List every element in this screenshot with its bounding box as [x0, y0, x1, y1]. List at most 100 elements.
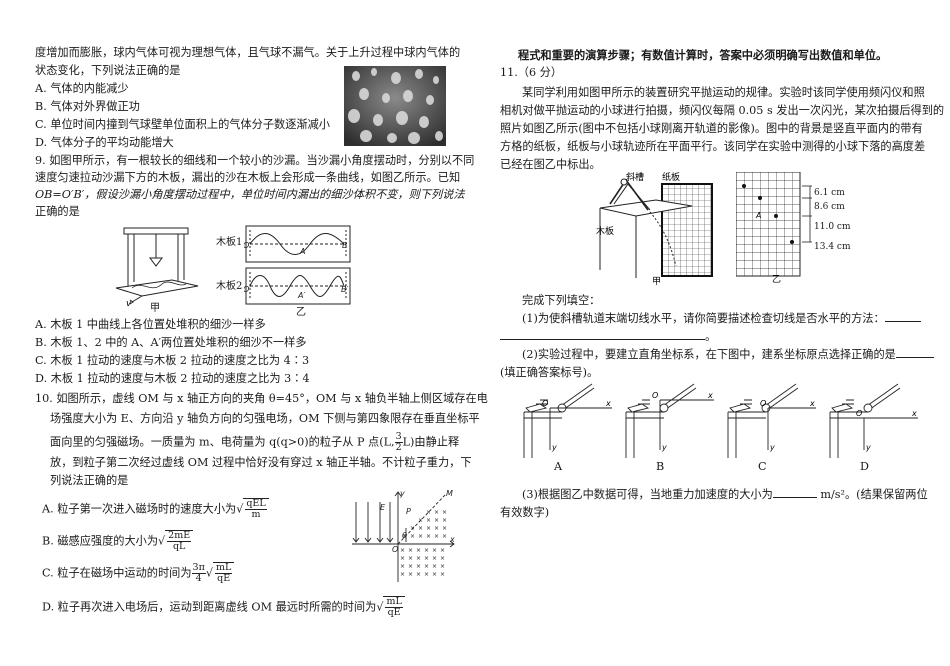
section-header: 程式和重要的演算步骤；有数值计算时，答案中必须明确写出数值和单位。: [518, 48, 888, 62]
fraction-num: 3π: [191, 562, 206, 574]
svg-text:B′: B′: [341, 285, 348, 294]
q10-stem: 放，到粒子第二次经过虚线 OM 过程中恰好没有穿过 x 轴正半轴。不计粒子重力，…: [50, 456, 472, 469]
svg-text:×: ×: [442, 525, 447, 532]
svg-text:A: A: [299, 247, 305, 256]
label-muban: 木板: [596, 225, 614, 237]
svg-text:×: ×: [402, 533, 407, 540]
boards-figure: OB A O′B′ A′: [244, 225, 351, 305]
svg-text:×: ×: [442, 517, 447, 524]
svg-text:P: P: [406, 507, 411, 516]
unit-text: m/s²。(结果保留两位: [820, 488, 928, 501]
q11-paragraph: 方格的纸板，纸板与小球轨迹所在平面平行。该同学在实验中测得的小球下落的高度差: [500, 140, 926, 153]
svg-text:O: O: [856, 409, 862, 418]
q8-option-a: A. 气体的内能减少: [35, 82, 129, 95]
apparatus-figure: 斜槽 纸板 木板 甲: [596, 171, 713, 286]
svg-text:y: y: [661, 443, 667, 452]
svg-text:×: ×: [400, 547, 405, 554]
svg-text:×: ×: [432, 555, 437, 562]
q9-option-a: A. 木板 1 中曲线上各位置处堆积的细沙一样多: [35, 318, 266, 331]
svg-text:×: ×: [426, 509, 431, 516]
answer-blank[interactable]: [884, 321, 921, 322]
velocity-label: v: [126, 299, 132, 309]
svg-text:x: x: [449, 535, 455, 544]
option-label-b: B: [656, 460, 665, 473]
svg-text:×: ×: [416, 555, 421, 562]
svg-text:θ: θ: [402, 531, 407, 540]
period: 。: [705, 330, 717, 343]
point-a-label: A: [755, 211, 761, 220]
svg-text:×: ×: [440, 547, 445, 554]
left-column: 度增加而膨胀，球内气体可视为理想气体，且气球不漏气。关于上升过程中球内气体的 状…: [0, 0, 488, 666]
svg-text:O: O: [760, 399, 766, 408]
svg-text:O: O: [392, 545, 398, 554]
svg-text:×: ×: [400, 563, 405, 570]
q9-stem: 正确的是: [35, 205, 80, 218]
fraction-den: m: [251, 509, 261, 520]
answer-blank[interactable]: [500, 339, 705, 340]
label-zhiban: 纸板: [662, 171, 680, 183]
sub-question-2: (2)实验过程中，要建立直角坐标系，在下图中，建系坐标原点选择正确的是: [522, 348, 934, 362]
text-line: 状态变化，下列说法正确的是: [35, 64, 181, 77]
svg-text:×: ×: [416, 563, 421, 570]
answer-blank[interactable]: [895, 357, 934, 358]
fraction-den: qE: [387, 607, 401, 618]
q9-option-d: D. 木板 1 拉动的速度与木板 2 拉动的速度之比为 3∶4: [35, 372, 310, 385]
text-line: 度增加而膨胀，球内气体可视为理想气体，且气球不漏气。关于上升过程中球内气体的: [35, 46, 461, 59]
svg-text:y: y: [551, 443, 557, 452]
svg-text:×: ×: [418, 517, 423, 524]
option-label-a: A: [554, 460, 563, 473]
sub-question-3: (3)根据图乙中数据可得，当地重力加速度的大小为 m/s²。(结果保留两位: [522, 488, 928, 502]
fig-label-jia: 甲: [150, 303, 160, 314]
field-diagram: ×××× ×××× ×××× ××× ××× ×××××× ×××××× ×××…: [352, 489, 455, 582]
svg-text:×: ×: [440, 571, 445, 578]
fig-label-yi: 乙: [296, 307, 306, 318]
q8-option-d: D. 气体分子的平均动能增大: [35, 136, 174, 149]
q10-stem-part: L)由静止释: [402, 435, 460, 449]
right-column: 程式和重要的演算步骤；有数值计算时，答案中必须明确写出数值和单位。 11.（6 …: [478, 0, 950, 666]
measure-label: 6.1 cm: [814, 188, 845, 198]
measure-label: 8.6 cm: [814, 202, 845, 212]
svg-text:E: E: [380, 503, 386, 512]
svg-text:×: ×: [426, 525, 431, 532]
fraction-den: qE: [217, 573, 231, 584]
svg-text:x: x: [809, 399, 815, 408]
fraction-num: mL: [385, 596, 403, 608]
grid-figure: A 乙: [736, 172, 812, 284]
sub-question-3-cont: 有效数字): [500, 506, 550, 519]
q11-title: 11.（6 分）: [500, 66, 563, 79]
fill-in-heading: 完成下列填空：: [522, 294, 601, 307]
sub-question-1-cont: 。: [500, 330, 716, 344]
svg-text:×: ×: [426, 517, 431, 524]
fraction-num: 3: [394, 431, 403, 443]
svg-text:O: O: [244, 241, 249, 250]
q9-stem: OB=O′B′，假设沙漏小角度摆动过程中，单位时间内漏出的细沙体积不变，则下列说…: [35, 188, 465, 201]
svg-text:×: ×: [408, 555, 413, 562]
label-jia: 甲: [652, 276, 661, 286]
sub-question-text: (3)根据图乙中数据可得，当地重力加速度的大小为: [522, 488, 773, 501]
q11-paragraph: 某同学利用如图甲所示的装置研究平抛运动的规律。实验时该同学使用频闪仪和照: [522, 86, 925, 99]
q10-stem-part: 面向里的匀强磁场。一质量为 m、电荷量为 q(q>0)的粒子从 P 点(L,: [50, 435, 395, 449]
svg-text:x: x: [707, 391, 713, 400]
svg-text:×: ×: [442, 509, 447, 516]
fraction-den: 4: [195, 573, 202, 584]
svg-text:×: ×: [432, 571, 437, 578]
answer-blank[interactable]: [772, 497, 817, 498]
svg-text:×: ×: [434, 533, 439, 540]
measure-label: 13.4 cm: [814, 242, 851, 252]
svg-text:×: ×: [424, 547, 429, 554]
svg-text:×: ×: [432, 547, 437, 554]
svg-text:x: x: [911, 409, 917, 418]
fraction-den: 2: [395, 442, 402, 453]
sub-question-text: (1)为使斜槽轨道末端切线水平，请你简要描述检查切线是否水平的方法：: [522, 312, 885, 325]
svg-text:×: ×: [440, 555, 445, 562]
svg-text:×: ×: [440, 563, 445, 570]
board1-label: 木板1: [216, 237, 243, 248]
